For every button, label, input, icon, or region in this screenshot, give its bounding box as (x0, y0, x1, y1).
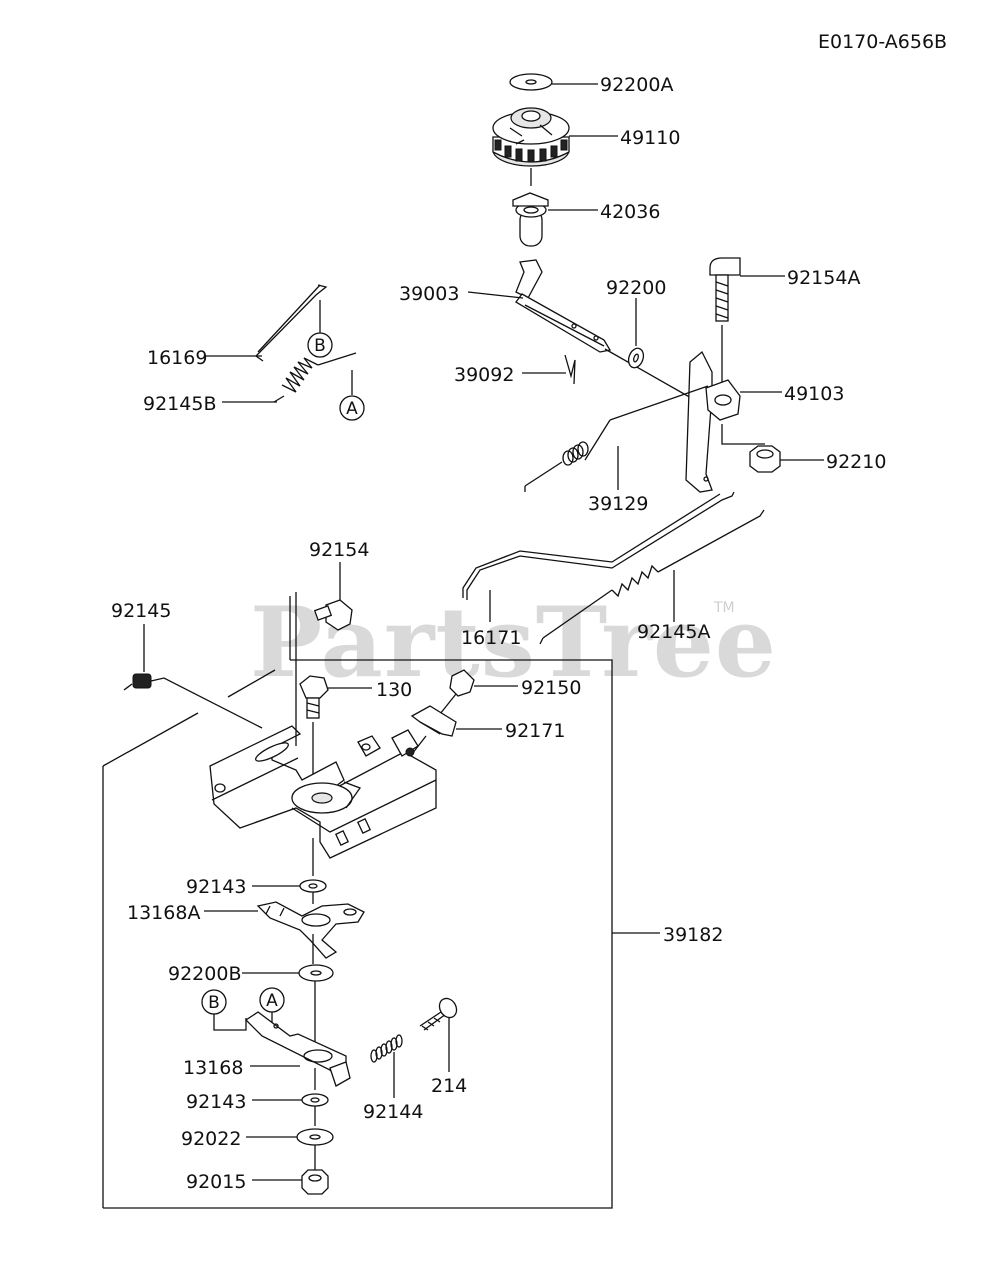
part-42036-sleeve[interactable] (512, 192, 598, 247)
label-92154A[interactable]: 92154A (787, 267, 860, 289)
diagram-code: E0170-A656B (818, 31, 947, 53)
part-92145B-spring[interactable] (222, 352, 357, 403)
label-16171[interactable]: 16171 (461, 627, 521, 649)
label-92145A[interactable]: 92145A (637, 621, 710, 643)
ref-circle-a-bottom: A (259, 987, 285, 1030)
part-92144-spring[interactable] (370, 1034, 403, 1098)
part-130-bolt[interactable] (299, 675, 372, 790)
svg-text:B: B (208, 993, 220, 1013)
ref-circle-b-top: B (307, 300, 333, 358)
part-13168A-plate[interactable] (204, 901, 365, 964)
part-214-screw[interactable] (419, 995, 460, 1072)
ref-circle-a-top: A (339, 395, 365, 421)
label-130[interactable]: 130 (376, 679, 412, 701)
label-39129[interactable]: 39129 (588, 493, 648, 515)
label-39003[interactable]: 39003 (399, 283, 459, 305)
part-16171-rod[interactable] (462, 491, 735, 622)
part-bracket-plate[interactable] (209, 592, 437, 876)
part-92022-washer[interactable] (246, 1128, 334, 1170)
part-92015-nut[interactable] (252, 1169, 329, 1195)
label-92145[interactable]: 92145 (111, 600, 171, 622)
part-92143-washer-lower[interactable] (252, 1093, 329, 1126)
label-92200[interactable]: 92200 (606, 277, 666, 299)
label-39092[interactable]: 39092 (454, 364, 514, 386)
svg-text:B: B (314, 336, 326, 356)
label-92210[interactable]: 92210 (826, 451, 886, 473)
part-49110-gear[interactable] (492, 107, 618, 186)
part-92200-washer[interactable] (626, 298, 646, 370)
label-49110[interactable]: 49110 (620, 127, 680, 149)
part-92154-bolt[interactable] (313, 562, 353, 631)
part-16169-link[interactable] (204, 284, 328, 362)
label-16169[interactable]: 16169 (147, 347, 207, 369)
watermark-tm: TM (713, 600, 735, 616)
part-92210-nut[interactable] (721, 424, 824, 473)
label-92200A[interactable]: 92200A (600, 74, 673, 96)
part-39129-lever[interactable] (524, 385, 709, 492)
label-13168[interactable]: 13168 (183, 1057, 243, 1079)
label-214[interactable]: 214 (431, 1075, 467, 1097)
assembly-frame-39182 (102, 659, 660, 1209)
part-92145-spring[interactable] (123, 624, 263, 729)
label-13168A[interactable]: 13168A (127, 902, 200, 924)
label-92145B[interactable]: 92145B (143, 393, 216, 415)
label-39182[interactable]: 39182 (663, 924, 723, 946)
svg-text:A: A (266, 991, 278, 1011)
label-92144[interactable]: 92144 (363, 1101, 423, 1123)
label-92150[interactable]: 92150 (521, 677, 581, 699)
label-92143-lower[interactable]: 92143 (186, 1091, 246, 1113)
label-42036[interactable]: 42036 (600, 201, 660, 223)
svg-text:A: A (346, 399, 358, 419)
label-49103[interactable]: 49103 (784, 383, 844, 405)
part-92200B-washer[interactable] (242, 964, 334, 1044)
part-92150-screw[interactable] (439, 669, 518, 715)
part-13168-plate[interactable] (244, 1011, 351, 1090)
label-92022[interactable]: 92022 (181, 1128, 241, 1150)
label-92171[interactable]: 92171 (505, 720, 565, 742)
part-92200A-washer[interactable] (509, 73, 598, 91)
part-39092-pin[interactable] (522, 354, 576, 385)
label-92200B[interactable]: 92200B (168, 963, 241, 985)
part-92171-clamp[interactable] (410, 705, 502, 755)
part-92143-washer-upper[interactable] (252, 879, 327, 904)
ref-circle-b-bottom: B (201, 989, 247, 1031)
part-92145A-spring[interactable] (539, 509, 765, 645)
label-92154[interactable]: 92154 (309, 539, 369, 561)
part-92154A-bolt[interactable] (709, 257, 785, 388)
label-92143-upper[interactable]: 92143 (186, 876, 246, 898)
label-92015[interactable]: 92015 (186, 1171, 246, 1193)
